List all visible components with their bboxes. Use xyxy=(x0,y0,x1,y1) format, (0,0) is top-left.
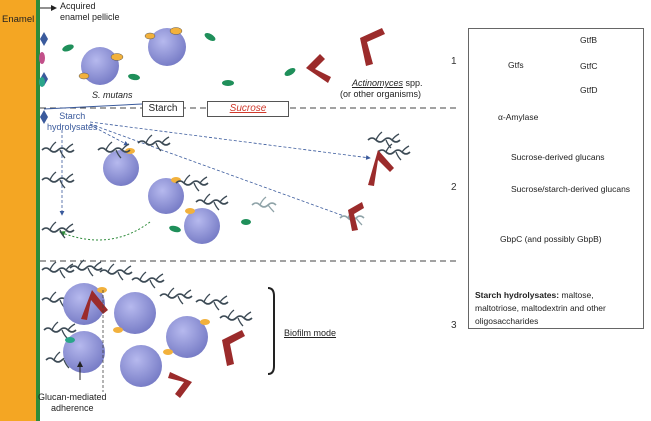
legend-gtfc: GtfC xyxy=(580,61,598,71)
biofilm-cells xyxy=(63,283,210,387)
phase-1-number: 1 xyxy=(451,56,457,67)
legend-hydrolysates-title: Starch hydrolysates: xyxy=(475,290,560,300)
starch-arrow xyxy=(43,103,143,110)
legend-amylase: α-Amylase xyxy=(498,112,539,122)
biofilm-mode-label: Biofilm mode xyxy=(284,328,337,338)
legend-gtfd: GtfD xyxy=(580,85,598,95)
s-mutans-cell xyxy=(148,177,184,214)
s-mutans-cell xyxy=(78,47,124,85)
pellicle-label: Acquired enamel pellicle xyxy=(60,1,120,22)
s-mutans-cell xyxy=(103,148,139,186)
free-gtfs xyxy=(62,33,296,86)
biofilm-bracket xyxy=(267,287,275,375)
enamel-layer xyxy=(0,0,36,421)
actinomyces-label: Actinomyces spp. xyxy=(352,78,423,89)
sucrose-box: Sucrose xyxy=(207,101,289,117)
other-organisms-label: (or other organisms) xyxy=(340,89,422,99)
biofilm-actinomyces xyxy=(81,290,245,398)
phase-2-number: 2 xyxy=(451,182,457,193)
hydrolysate-arrows xyxy=(59,121,371,221)
actinomyces-cell xyxy=(348,150,394,231)
starch-hydrolysates-label: Starch hydrolysates xyxy=(47,111,98,132)
s-mutans-cell xyxy=(144,27,186,66)
actinomyces-cell xyxy=(306,28,385,83)
legend-hydrolysates: Starch hydrolysates: maltose, maltotrios… xyxy=(475,276,606,328)
legend-gtfs: Gtfs xyxy=(508,60,524,70)
actinomyces-spp: spp. xyxy=(403,78,423,88)
legend-gbpc: GbpC (and possibly GbpB) xyxy=(500,234,602,244)
free-gtfs xyxy=(169,219,251,233)
glucan-adherence-label: Glucan-mediated adherence xyxy=(38,392,107,413)
legend-hydrolysates-desc: maltose, maltotriose, maltodextrin and o… xyxy=(475,290,606,326)
actinomyces-name: Actinomyces xyxy=(352,78,404,88)
starch-box: Starch xyxy=(142,101,184,117)
legend-gtfb: GtfB xyxy=(580,35,598,45)
sucrose-glucans xyxy=(251,196,365,226)
gtf-binding-arrow xyxy=(59,221,151,241)
legend-sucrose-starch-glucans: Sucrose/starch-derived glucans xyxy=(511,184,631,194)
s-mutans-cell xyxy=(184,208,220,244)
pellicle-gtfs xyxy=(39,52,45,87)
legend-sucrose-glucans: Sucrose-derived glucans xyxy=(511,152,605,162)
legend-panel xyxy=(468,28,644,329)
pellicle-layer xyxy=(36,0,40,421)
enamel-label: Enamel xyxy=(2,14,35,25)
s-mutans-label: S. mutans xyxy=(92,90,133,100)
phase-3-number: 3 xyxy=(451,320,457,331)
